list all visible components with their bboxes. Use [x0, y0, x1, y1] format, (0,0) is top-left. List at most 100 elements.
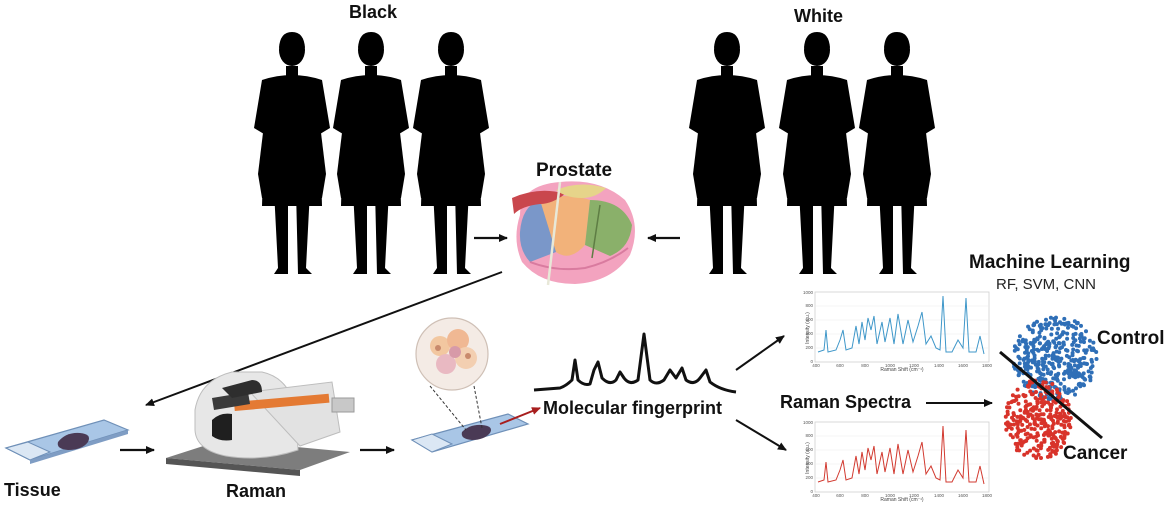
cluster-point [1058, 411, 1063, 416]
cluster-point [1030, 414, 1035, 419]
cluster-point [1016, 401, 1021, 406]
cluster-point [1025, 411, 1030, 415]
cluster-point [1073, 392, 1077, 397]
cluster-point [1037, 408, 1042, 413]
cluster-point [1043, 431, 1048, 436]
cluster-point [1055, 390, 1060, 395]
cluster-point [1014, 419, 1019, 424]
cluster-point [1052, 316, 1057, 321]
cluster-point [1034, 390, 1038, 394]
cluster-point [1068, 416, 1073, 420]
cluster-point [1018, 438, 1023, 443]
cluster-point [1084, 361, 1088, 366]
cluster-point [1022, 428, 1027, 432]
cluster-point [1065, 331, 1070, 336]
prostate-icon [512, 181, 635, 286]
cluster-point [1014, 448, 1019, 453]
cluster-point [1032, 421, 1037, 426]
cancer-ytick: 400 [805, 461, 813, 466]
cluster-point [1028, 422, 1032, 427]
cluster-point [1014, 397, 1019, 402]
cluster-point [1031, 344, 1036, 349]
cluster-point [1031, 453, 1036, 458]
cluster-point [1071, 388, 1075, 393]
cluster-point [1028, 341, 1033, 345]
cluster-point [1076, 363, 1081, 368]
cancer-plot-yticks: 0 200 400 600 800 1000 [803, 420, 814, 494]
cluster-point [1036, 362, 1041, 367]
cluster-point [1067, 389, 1072, 394]
control-plot-xlabel: Raman Shift (cm⁻¹) [880, 367, 924, 373]
cluster-point [1048, 372, 1053, 376]
cluster-point [1049, 417, 1054, 421]
cluster-point [1004, 427, 1009, 432]
cluster-point [1028, 448, 1033, 453]
cluster-point [1026, 402, 1031, 407]
cluster-point [1043, 364, 1048, 369]
control-cluster [1011, 315, 1099, 402]
control-ytick: 200 [805, 345, 813, 350]
cluster-point [1030, 328, 1035, 333]
white-group-label: White [794, 6, 843, 26]
cancer-ytick: 600 [805, 447, 813, 452]
control-label: Control [1097, 328, 1165, 349]
cluster-point [1054, 343, 1059, 348]
cluster-point [1066, 362, 1071, 366]
cluster-point [1082, 336, 1087, 341]
cluster-point [1010, 435, 1015, 440]
cluster-point [1058, 320, 1062, 325]
cluster-point [1059, 445, 1064, 450]
cluster-point [1026, 414, 1031, 419]
cancer-plot-ylabel: Intensity (a.u.) [805, 442, 811, 474]
cluster-point [1026, 354, 1030, 359]
cluster-point [1051, 351, 1056, 356]
cluster-point [1016, 394, 1021, 399]
black-patient-1-icon [254, 32, 330, 274]
cluster-point [1048, 315, 1053, 320]
black-group-label: Black [349, 2, 398, 22]
cluster-point [1035, 431, 1040, 436]
cluster-point [1012, 348, 1017, 353]
cluster-point [1026, 324, 1031, 329]
tissue-cells-zoom-icon [415, 317, 489, 431]
cluster-point [1047, 341, 1052, 346]
control-ytick: 800 [805, 303, 813, 308]
control-xtick: 600 [836, 363, 844, 368]
cluster-point [1051, 421, 1056, 426]
cluster-point [1041, 367, 1046, 372]
cluster-point [1032, 427, 1037, 432]
cluster-point [1017, 361, 1022, 366]
cluster-point [1061, 330, 1066, 335]
cluster-point [1052, 435, 1057, 440]
cluster-point [1081, 371, 1086, 376]
cluster-point [1062, 371, 1066, 376]
control-xtick: 400 [812, 363, 820, 368]
control-spectrum-line [817, 295, 985, 355]
cluster-point [1088, 378, 1093, 383]
cluster-point [1015, 414, 1020, 419]
cluster-point [1090, 364, 1095, 369]
cluster-point [1049, 326, 1054, 331]
cluster-point [1054, 448, 1059, 453]
arrow-to-cancer-spectrum [735, 419, 787, 451]
cluster-point [1030, 392, 1035, 397]
cluster-point [1012, 422, 1016, 427]
cluster-point [1030, 360, 1035, 365]
cluster-point [1036, 376, 1041, 381]
cluster-point [1046, 353, 1051, 358]
cluster-point [1031, 347, 1036, 352]
cluster-point [1057, 341, 1062, 346]
cluster-point [1020, 440, 1025, 445]
white-patient-group [689, 32, 935, 274]
cluster-point [1045, 349, 1050, 353]
molecular-fingerprint-spectrum [533, 332, 737, 394]
cluster-point [1022, 356, 1027, 361]
cluster-point [1016, 354, 1021, 359]
cluster-point [1041, 417, 1046, 422]
cluster-point [1026, 357, 1031, 362]
cluster-point [1039, 456, 1043, 460]
cluster-point [1035, 413, 1040, 417]
cluster-point [1033, 396, 1038, 400]
cluster-point [1083, 377, 1088, 382]
cluster-point [1062, 377, 1066, 382]
